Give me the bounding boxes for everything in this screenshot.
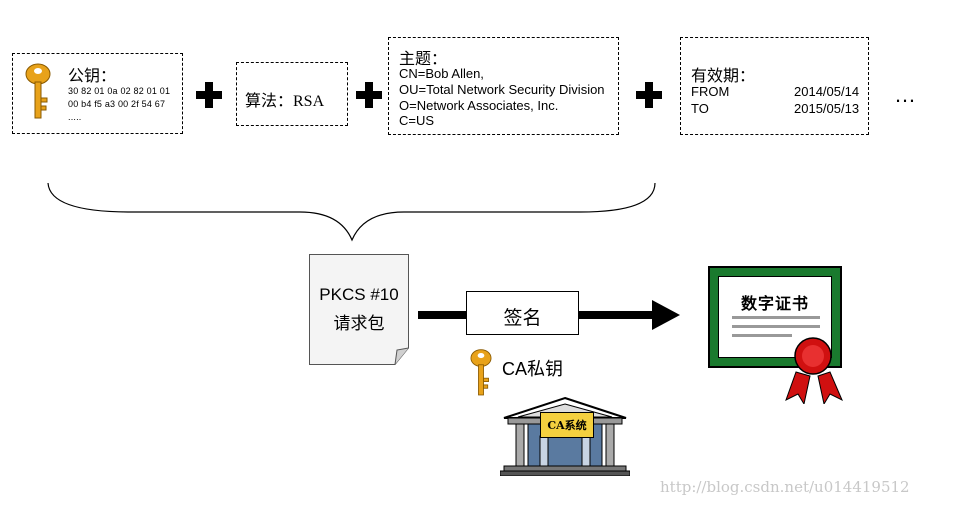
request-line-1: PKCS #10 <box>319 285 399 304</box>
plus-icon <box>636 82 662 108</box>
watermark: http://blog.csdn.net/u014419512 <box>660 478 910 496</box>
algorithm-box: 算法：RSA <box>236 62 348 126</box>
subject-title: 主题： <box>399 51 448 68</box>
certificate-label: 数字证书 <box>740 296 809 313</box>
certificate-text-line <box>732 334 792 337</box>
document-icon <box>309 254 409 365</box>
seal-icon <box>785 337 843 404</box>
validity-from-label: FROM <box>691 84 730 99</box>
subject-line-2: OU=Total Network Security Division <box>399 82 605 97</box>
key-icon <box>25 63 51 119</box>
ca-system-label: CA系统 <box>547 419 587 432</box>
validity-title: 有效期： <box>691 68 756 85</box>
public-key-line-3: ..... <box>68 112 82 122</box>
arrow-head <box>652 300 680 330</box>
algorithm-label: 算法：RSA <box>245 93 325 110</box>
subject-line-1: CN=Bob Allen, <box>399 66 484 81</box>
validity-box: 有效期： FROM 2014/05/14 TO 2015/05/13 <box>680 37 869 135</box>
public-key-line-1: 30 82 01 0a 02 82 01 01 <box>68 86 171 96</box>
request-line-2: 请求包 <box>333 314 385 333</box>
plus-icon <box>356 82 382 108</box>
ca-key-icon <box>470 349 492 396</box>
validity-to-date: 2015/05/13 <box>794 101 860 116</box>
subject-line-4: C=US <box>399 113 435 128</box>
ca-key-label: CA私钥 <box>502 359 564 379</box>
ellipsis: … <box>894 82 916 107</box>
validity-from-date: 2014/05/14 <box>794 84 860 99</box>
public-key-box: 公钥： 30 82 01 0a 02 82 01 01 00 b4 f5 a3 … <box>12 53 183 134</box>
sign-box <box>466 291 579 335</box>
plus-icon <box>196 82 222 108</box>
subject-line-3: O=Network Associates, Inc. <box>399 98 559 113</box>
certificate-text-line <box>732 316 820 319</box>
public-key-title: 公钥： <box>68 68 117 85</box>
sign-label: 签名 <box>503 308 542 329</box>
public-key-line-2: 00 b4 f5 a3 00 2f 54 67 <box>68 99 166 109</box>
subject-box: 主题： CN=Bob Allen, OU=Total Network Secur… <box>388 37 619 135</box>
validity-to-label: TO <box>691 101 709 116</box>
certificate-text-line <box>732 325 820 328</box>
ca-system-sign <box>540 412 594 438</box>
